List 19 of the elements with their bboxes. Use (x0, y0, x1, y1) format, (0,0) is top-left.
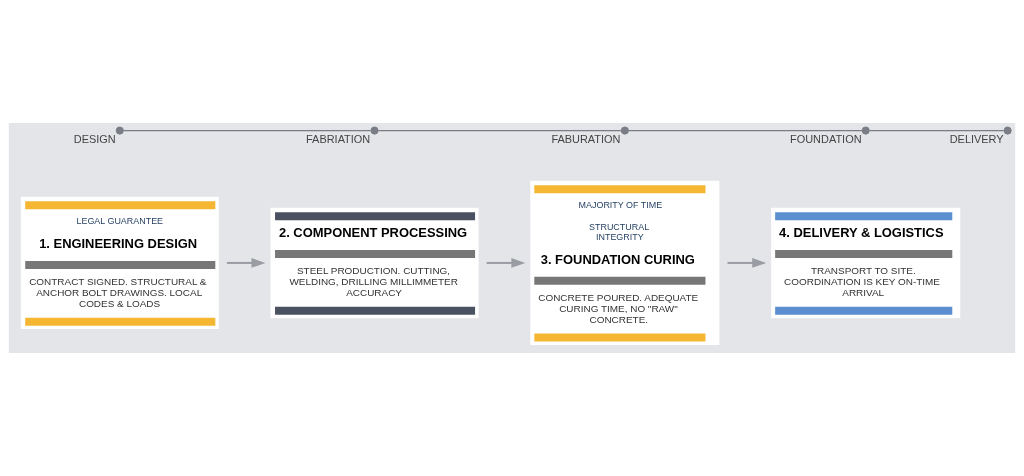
node-circle (861, 126, 870, 135)
arrow (225, 258, 266, 268)
node-circle (370, 126, 379, 135)
connector (123, 129, 372, 132)
arrow (726, 258, 767, 268)
node-circle (1003, 126, 1012, 135)
connector (869, 129, 1005, 132)
node-label: FABURATION (551, 132, 621, 145)
connector (377, 129, 622, 132)
connector (627, 129, 863, 132)
node-label: DELIVERY (949, 132, 1004, 145)
node-label: FABRIATION (306, 132, 371, 145)
node-circle (115, 126, 124, 135)
node-box: MAJORITY OF TIME STRUCTURAL INTEGRITY 3. FOUNDATION CURING CONCRETE POURED. ADEQUATE CURING TIME, NO "RAW" CONCRETE. (530, 180, 720, 346)
node-label: FOUNDATION (790, 132, 862, 145)
arrow (485, 258, 526, 268)
node-label: DESIGN (73, 132, 116, 145)
node-box: 4. DELIVERY & LOGISTICS TRANSPORT TO SITE. COORDINATION IS KEY ON-TIME ARRIVAL (771, 207, 961, 319)
node-circle (620, 126, 629, 135)
